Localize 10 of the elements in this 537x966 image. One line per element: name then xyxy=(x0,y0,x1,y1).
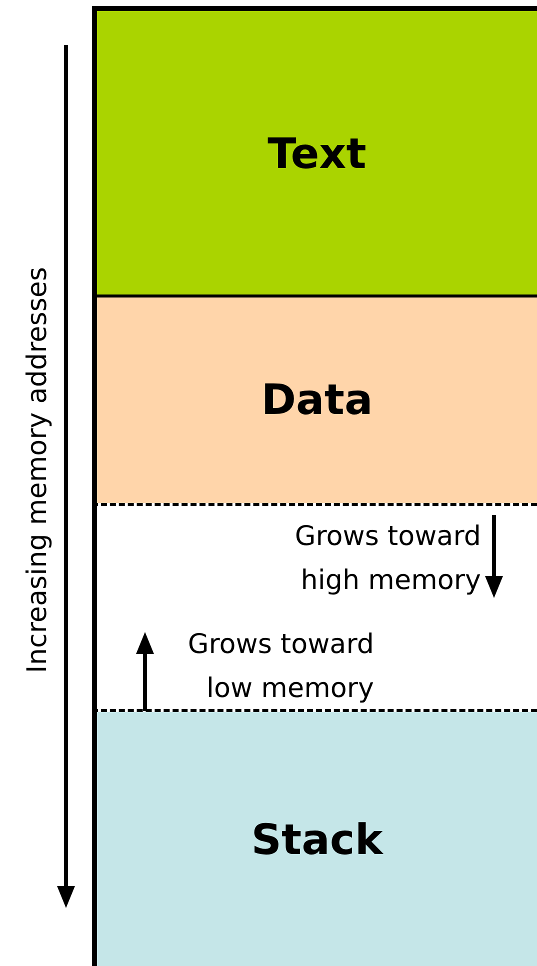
memory-segment xyxy=(92,712,537,966)
annotation-text: Grows toward low memory xyxy=(186,628,374,706)
memory-segment xyxy=(92,296,537,503)
segment-label: Data xyxy=(261,375,373,424)
annotation-text: Grows toward high memory xyxy=(294,520,481,598)
segment-label: Stack xyxy=(251,814,383,864)
axis-label: Increasing memory addresses xyxy=(23,266,53,674)
memory-segment xyxy=(92,6,537,296)
segment-label: Text xyxy=(268,129,366,178)
free-memory-area xyxy=(92,503,537,712)
